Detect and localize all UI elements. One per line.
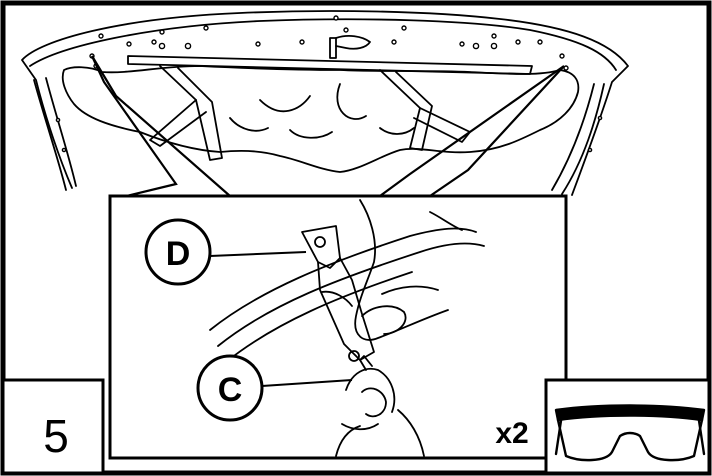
callout-c: C [196,354,353,422]
hood-illustration [21,10,629,196]
callout-c-label: C [218,371,243,409]
step-number: 5 [43,410,69,462]
safety-glasses-icon [554,404,706,462]
hood-holes [55,15,603,153]
detail-clip-illustration [209,199,485,457]
callout-d-label: D [166,235,191,273]
quantity-label: x2 [495,417,528,450]
step-number-box [1,378,105,475]
callout-d: D [144,218,307,286]
